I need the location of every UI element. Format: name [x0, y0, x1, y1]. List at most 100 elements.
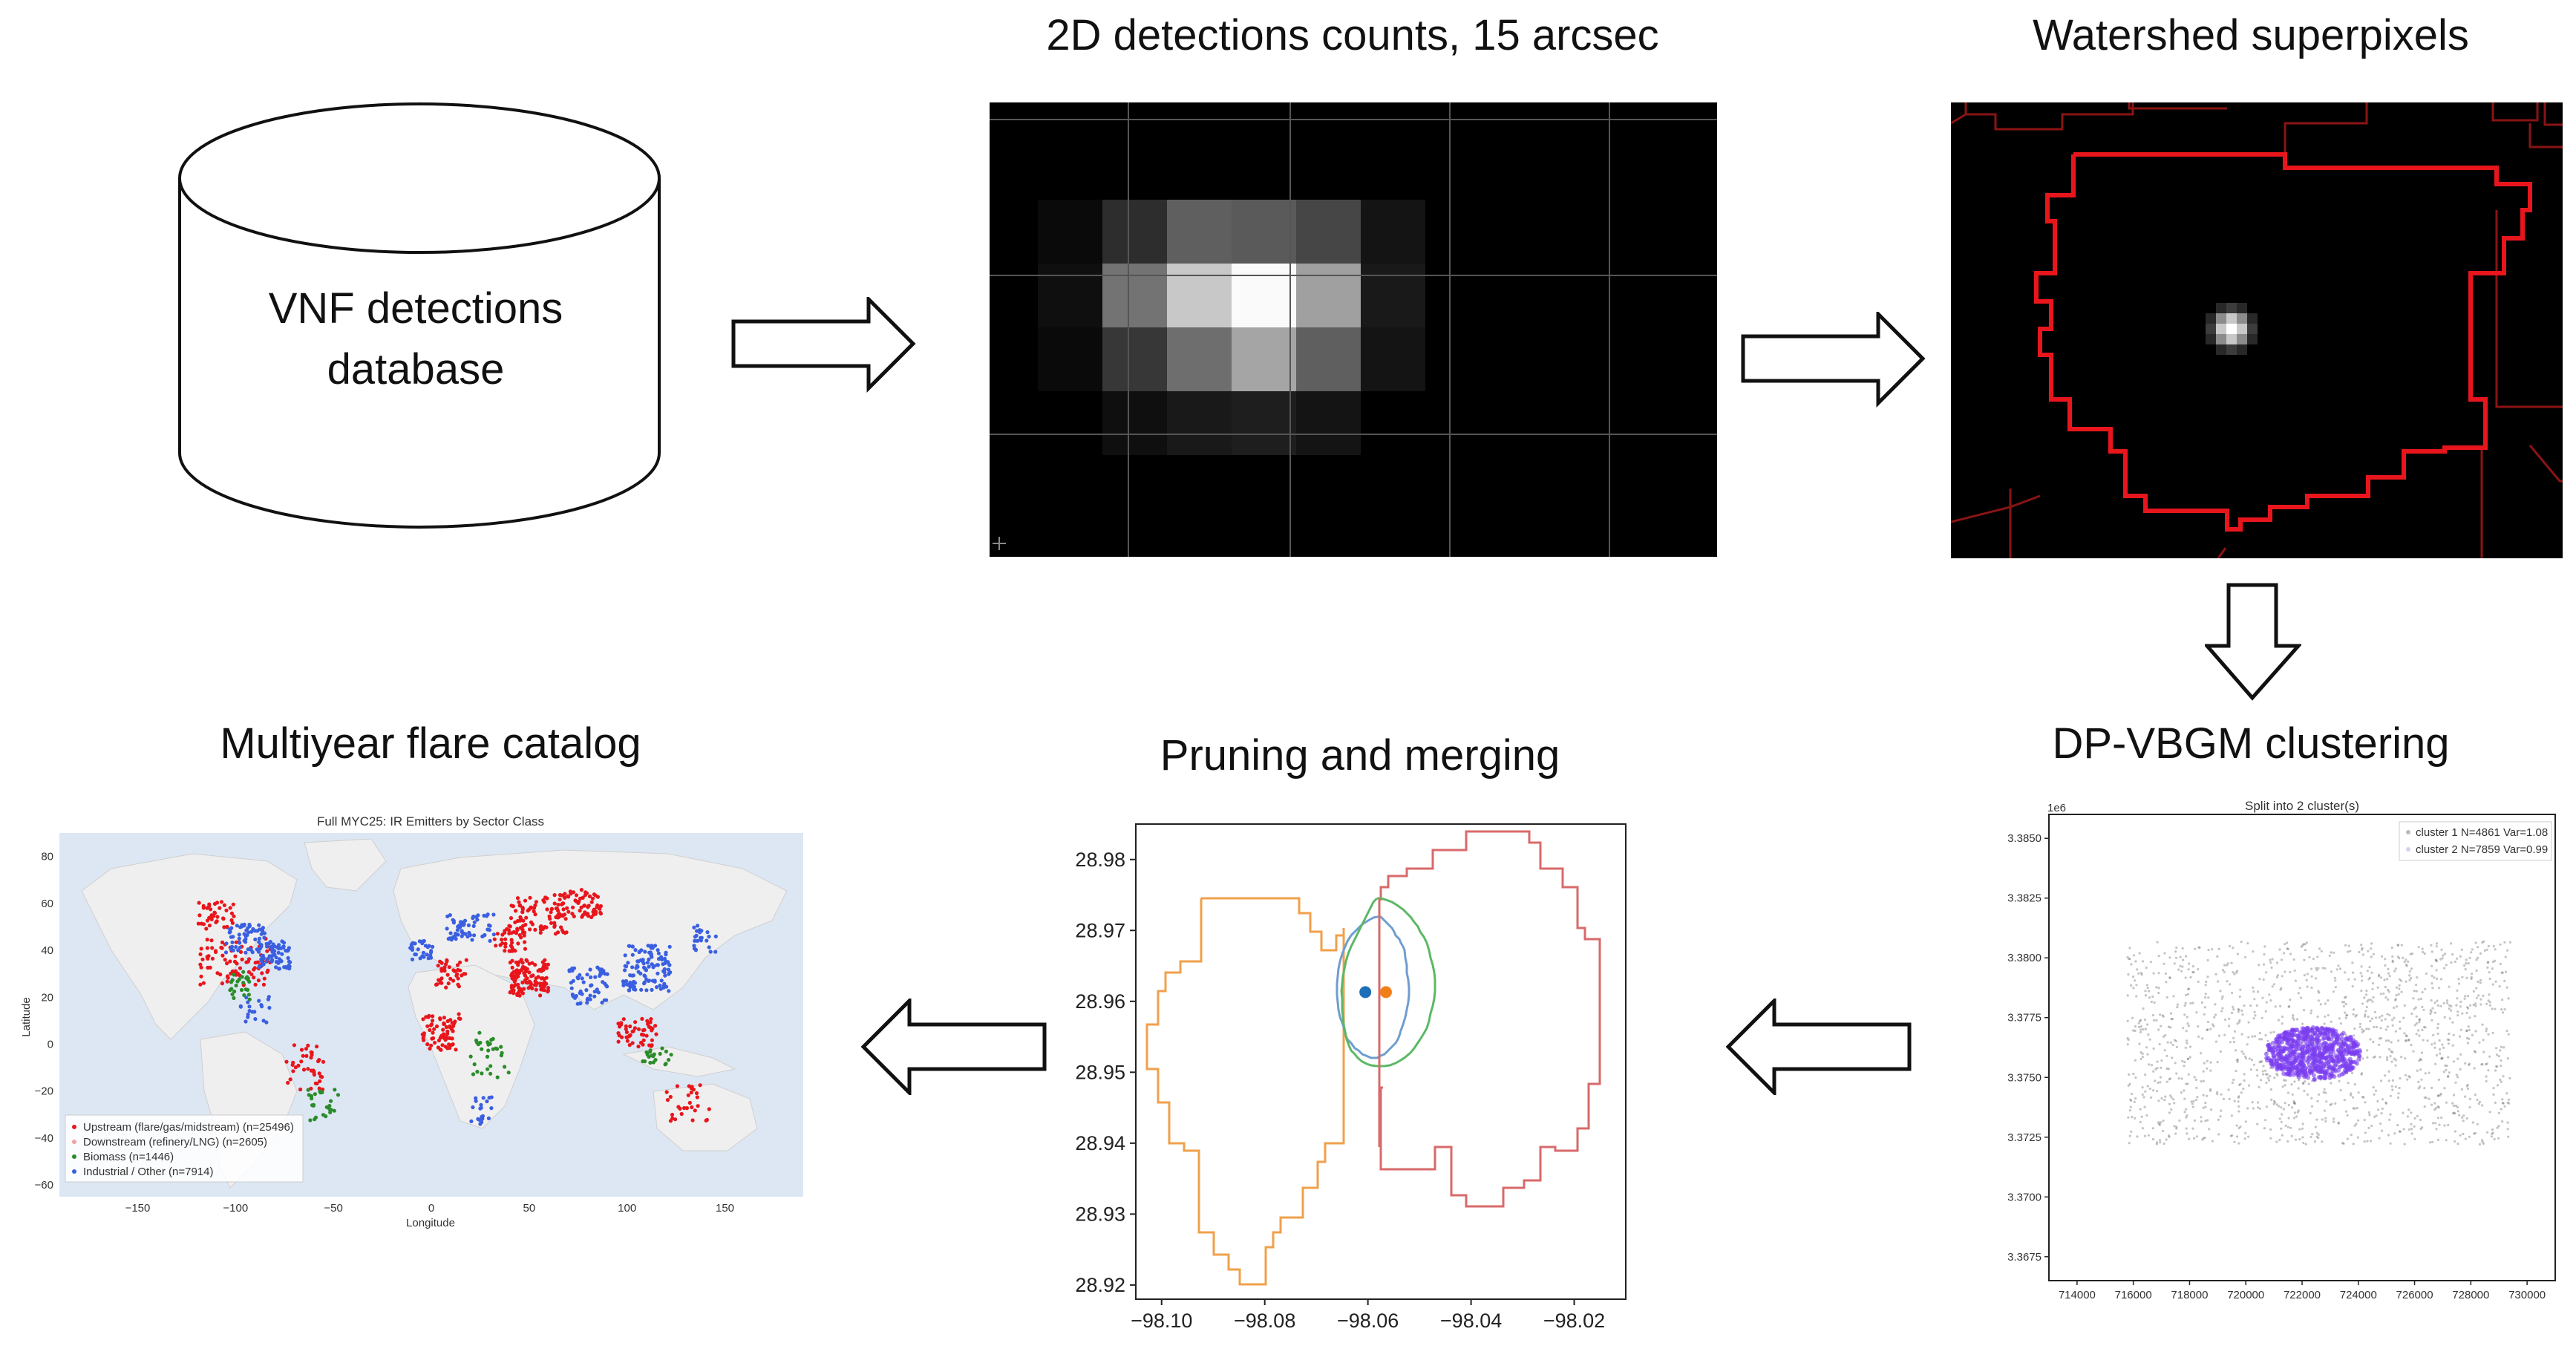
- cluster1-point: [2419, 1085, 2422, 1088]
- catalog-dot: [260, 971, 264, 976]
- cluster1-point: [2156, 1060, 2159, 1063]
- cluster1-point: [2338, 1017, 2341, 1020]
- cluster1-point: [2362, 1096, 2365, 1099]
- catalog-dot: [558, 898, 562, 902]
- cluster1-point: [2384, 1074, 2387, 1077]
- cluster1-point: [2412, 997, 2415, 1000]
- cluster1-point: [2473, 1067, 2476, 1070]
- cluster1-point: [2459, 1053, 2462, 1056]
- cluster1-point: [2394, 999, 2397, 1001]
- catalog-dot: [663, 1062, 667, 1067]
- catalog-dot: [218, 973, 223, 977]
- catalog-dot: [258, 947, 262, 951]
- catalog-dot: [651, 1054, 656, 1059]
- catalog-dot: [239, 987, 244, 993]
- catalog-dot: [581, 913, 585, 918]
- clustering-xtick-label: 718000: [2171, 1289, 2208, 1301]
- cluster1-point: [2451, 1102, 2454, 1105]
- catalog-dot: [649, 1017, 653, 1022]
- cluster1-point: [2353, 1107, 2356, 1110]
- cluster1-point: [2445, 1065, 2448, 1068]
- catalog-dot: [687, 1100, 692, 1105]
- heatmap-crosshair-icon: [993, 537, 1006, 550]
- catalog-dot: [440, 1043, 445, 1048]
- cluster1-point: [2157, 1121, 2160, 1124]
- cluster1-point: [2236, 1058, 2239, 1062]
- catalog-dot: [592, 994, 597, 999]
- catalog-dot: [228, 906, 232, 910]
- cluster1-point: [2254, 1014, 2257, 1017]
- cluster1-point: [2491, 1031, 2494, 1035]
- cluster1-point: [2202, 1079, 2205, 1082]
- cluster1-point: [2453, 1111, 2456, 1114]
- cluster1-point: [2209, 1027, 2212, 1030]
- cluster1-point: [2244, 955, 2247, 958]
- cluster1-point: [2203, 1137, 2206, 1140]
- cluster1-point: [2287, 1117, 2290, 1120]
- cluster2-point: [2344, 1042, 2348, 1047]
- cluster1-point: [2174, 1132, 2177, 1135]
- cluster1-point: [2168, 1111, 2171, 1114]
- catalog-dot: [602, 998, 607, 1002]
- cluster1-point: [2262, 1065, 2265, 1068]
- catalog-dot: [488, 938, 492, 943]
- cluster1-point: [2500, 1080, 2503, 1083]
- cluster1-point: [2161, 1014, 2164, 1017]
- catalog-dot: [264, 944, 269, 949]
- cluster1-point: [2441, 1043, 2444, 1046]
- cluster1-point: [2508, 1076, 2511, 1079]
- cluster1-point: [2448, 1071, 2451, 1074]
- catalog-dot: [542, 988, 546, 993]
- cluster1-point: [2402, 1128, 2405, 1131]
- cluster1-point: [2485, 1079, 2488, 1082]
- pruning-orange-region: [1145, 897, 1345, 1286]
- cluster1-point: [2402, 1111, 2405, 1114]
- catalog-dot: [532, 909, 536, 914]
- catalog-dot: [658, 983, 662, 988]
- cluster1-point: [2468, 1097, 2471, 1100]
- catalog-dot: [463, 972, 468, 976]
- cluster1-point: [2260, 1038, 2263, 1041]
- cluster1-point: [2187, 1057, 2190, 1060]
- catalog-xtick-label: 100: [618, 1202, 636, 1215]
- cluster1-point: [2364, 1015, 2367, 1018]
- cluster1-point: [2149, 961, 2152, 964]
- cluster1-point: [2384, 1018, 2387, 1021]
- cluster1-point: [2289, 1126, 2292, 1129]
- cluster1-point: [2275, 976, 2278, 978]
- cluster1-point: [2261, 1070, 2264, 1073]
- catalog-dot: [523, 973, 527, 977]
- cluster1-point: [2156, 941, 2159, 944]
- watershed-title: Watershed superpixels: [2033, 11, 2469, 59]
- catalog-dot: [445, 927, 449, 931]
- pruning-ytick-label: 28.96: [1075, 990, 1125, 1013]
- blob-pixel: [2206, 334, 2216, 344]
- cluster1-point: [2488, 1004, 2491, 1007]
- cluster1-point: [2232, 1040, 2236, 1044]
- cluster1-point: [2503, 941, 2506, 944]
- catalog-dot: [541, 984, 546, 989]
- cluster1-point: [2185, 1039, 2188, 1042]
- catalog-legend-upstream: Upstream (flare/gas/midstream) (n=25496): [83, 1121, 294, 1134]
- database-label-line2: database: [327, 345, 505, 393]
- cluster1-point: [2379, 1056, 2382, 1059]
- cluster2-point: [2336, 1068, 2341, 1073]
- heatmap-cell: [1296, 327, 1361, 391]
- cluster1-point: [2367, 950, 2370, 952]
- clustering-xtick-label: 724000: [2340, 1289, 2377, 1301]
- cluster1-point: [2290, 1134, 2293, 1137]
- cluster1-point: [2377, 975, 2381, 978]
- cluster1-point: [2134, 1025, 2137, 1028]
- catalog-dot: [201, 922, 206, 927]
- catalog-dot: [598, 972, 603, 976]
- catalog-dot: [437, 978, 441, 982]
- catalog-dot: [247, 997, 252, 1001]
- cluster1-point: [2460, 948, 2463, 951]
- catalog-dot: [486, 1048, 491, 1053]
- catalog-dot: [641, 1028, 645, 1033]
- cluster1-point: [2432, 1033, 2435, 1036]
- catalog-dot: [230, 978, 235, 982]
- catalog-dot: [626, 961, 630, 965]
- cluster1-point: [2429, 1013, 2432, 1016]
- cluster1-point: [2292, 1016, 2295, 1019]
